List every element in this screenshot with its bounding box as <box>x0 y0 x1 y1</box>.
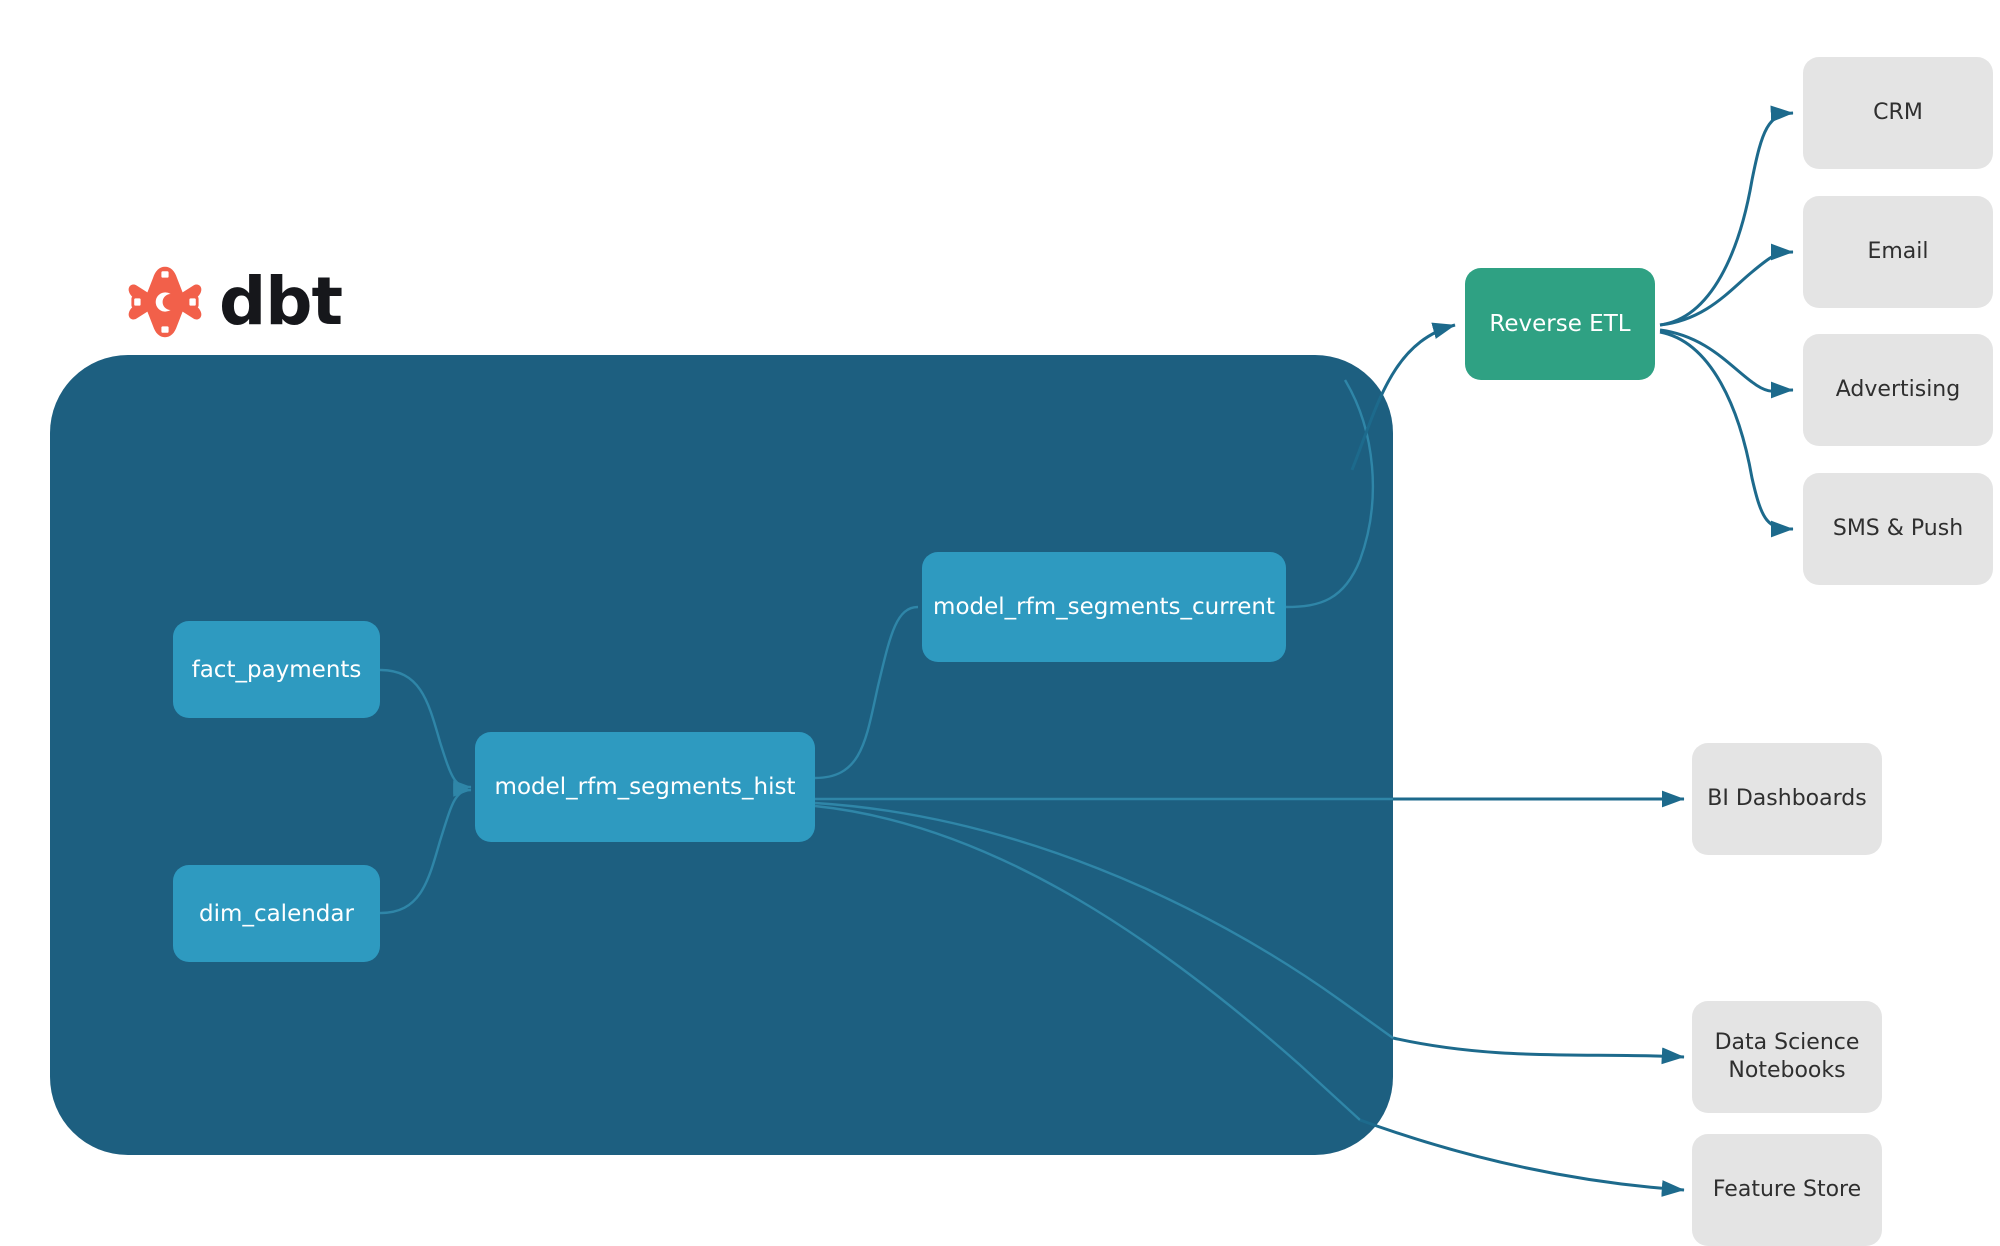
destination-node-label: BI Dashboards <box>1707 785 1867 811</box>
destination-node-email[interactable]: Email <box>1803 196 1993 308</box>
model-node-fact-payments[interactable]: fact_payments <box>173 621 380 718</box>
destination-node-feature-store[interactable]: Feature Store <box>1692 1134 1882 1246</box>
model-node-rfm-segments-hist[interactable]: model_rfm_segments_hist <box>475 732 815 842</box>
model-node-rfm-segments-current[interactable]: model_rfm_segments_current <box>922 552 1286 662</box>
destination-node-label: Email <box>1867 238 1929 264</box>
model-node-label: dim_calendar <box>199 900 354 927</box>
dbt-wordmark: dbt <box>219 263 343 340</box>
destination-node-bi-dashboards[interactable]: BI Dashboards <box>1692 743 1882 855</box>
model-node-label: model_rfm_segments_current <box>933 594 1275 620</box>
destination-node-label: CRM <box>1873 99 1923 125</box>
edge-reverse-etl-to-sms-push <box>1659 330 1794 538</box>
edge-reverse-etl-to-email <box>1659 243 1794 327</box>
destination-node-label: SMS & Push <box>1832 515 1964 541</box>
dbt-logo-icon <box>128 266 202 338</box>
edge-to-ds-notebooks <box>1392 1036 1685 1065</box>
dbt-brand-logo: dbt <box>125 258 343 346</box>
model-node-label: fact_payments <box>191 656 362 683</box>
edge-reverse-etl-to-advertising <box>1659 328 1794 399</box>
destination-node-sms-push[interactable]: SMS & Push <box>1803 473 1993 585</box>
edge-to-feature-store <box>1359 1118 1685 1197</box>
destination-node-label-line1: Data Science <box>1714 1029 1860 1055</box>
model-node-dim-calendar[interactable]: dim_calendar <box>173 865 380 962</box>
destination-node-crm[interactable]: CRM <box>1803 57 1993 169</box>
destination-node-label: Feature Store <box>1712 1176 1862 1202</box>
edge-reverse-etl-to-crm <box>1659 105 1794 327</box>
platform-node-reverse-etl[interactable]: Reverse ETL <box>1465 268 1655 380</box>
destination-node-advertising[interactable]: Advertising <box>1803 334 1993 446</box>
platform-node-label: Reverse ETL <box>1489 311 1631 337</box>
destination-node-label-line2: Notebooks <box>1728 1058 1846 1083</box>
destination-node-label-wrap: Data Science Notebooks <box>1715 1029 1860 1085</box>
model-node-label: model_rfm_segments_hist <box>494 774 796 800</box>
destination-node-data-science-notebooks[interactable]: Data Science Notebooks <box>1692 1001 1882 1113</box>
destination-node-label: Advertising <box>1835 376 1961 402</box>
